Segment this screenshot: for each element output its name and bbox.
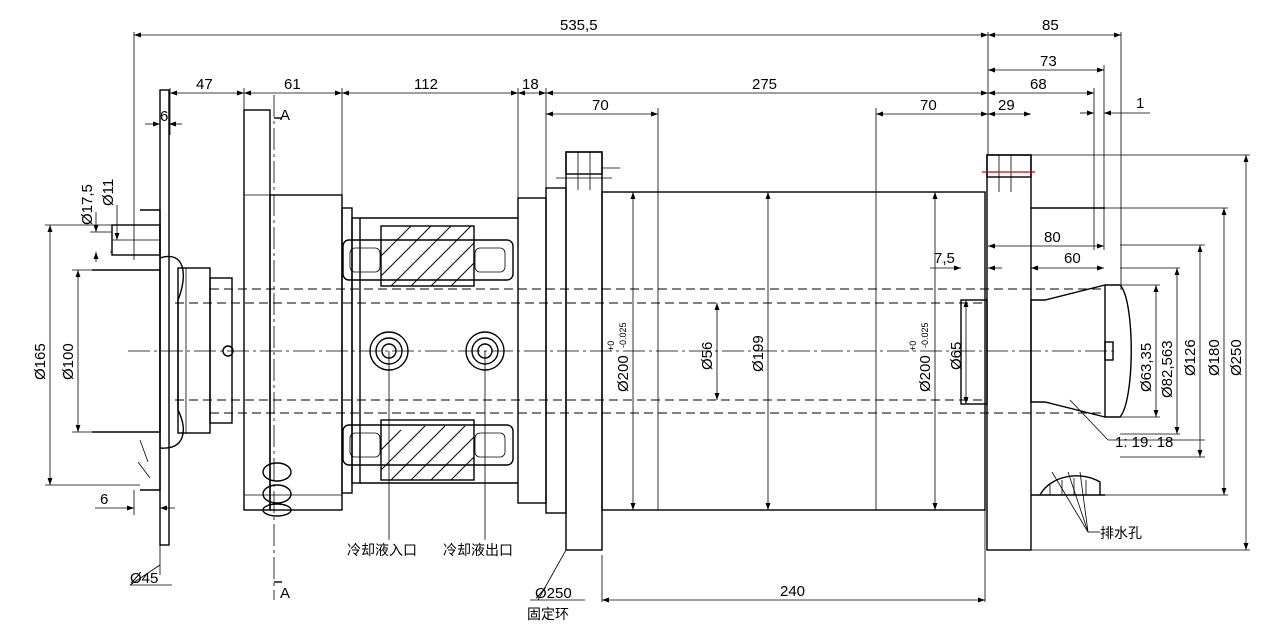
callouts: Ø45 Ø250 固定环 冷却液入口 冷却液出口 1: 19. 18 排水孔 bbox=[129, 399, 1205, 623]
dia-250: Ø250 bbox=[1228, 339, 1245, 376]
dia-63-35: Ø63,35 bbox=[1138, 343, 1155, 392]
diameter-dimensions: Ø165 Ø100 Ø17,5 Ø11 Ø200 +0 -0.025 Ø56 Ø… bbox=[32, 155, 1249, 550]
drain-hole-label: 排水孔 bbox=[1100, 526, 1142, 542]
dim-60: 60 bbox=[1064, 250, 1081, 267]
nose-nut bbox=[177, 267, 234, 434]
tol-lower-right: -0.025 bbox=[920, 322, 930, 348]
dim-1: 1 bbox=[1136, 95, 1144, 112]
dim-7-5: 7,5 bbox=[934, 250, 955, 267]
dia-11: Ø11 bbox=[100, 179, 117, 206]
dia-100: Ø100 bbox=[60, 343, 77, 380]
taper-ratio: 1: 19. 18 bbox=[1115, 434, 1173, 451]
dim-6-top: 6 bbox=[160, 108, 168, 125]
extension-lines bbox=[45, 32, 1250, 602]
dia-17-5: Ø17,5 bbox=[79, 184, 96, 225]
dia-56: Ø56 bbox=[699, 342, 716, 370]
dim-61: 61 bbox=[284, 76, 301, 93]
dia-45: Ø45 bbox=[130, 570, 158, 587]
dia-65: Ø65 bbox=[948, 342, 965, 370]
dia-200-left: Ø200 bbox=[615, 355, 632, 392]
dim-29: 29 bbox=[998, 97, 1015, 114]
dia-126: Ø126 bbox=[1182, 339, 1199, 376]
dia-165: Ø165 bbox=[32, 343, 49, 380]
spacer-plate bbox=[517, 197, 547, 504]
dia-200-right: Ø200 bbox=[917, 355, 934, 392]
dia-180: Ø180 bbox=[1206, 339, 1223, 376]
coolant-outlet-label: 冷却液出口 bbox=[443, 543, 513, 559]
dim-70-right: 70 bbox=[920, 97, 937, 114]
dim-18: 18 bbox=[522, 76, 539, 93]
dim-240: 240 bbox=[780, 583, 805, 600]
dim-112: 112 bbox=[414, 76, 438, 93]
section-line-a: A A bbox=[273, 95, 290, 602]
dim-70-left: 70 bbox=[592, 97, 609, 114]
front-housing bbox=[243, 109, 361, 517]
coolant-inlet-label: 冷却液入口 bbox=[347, 543, 417, 559]
dim-275: 275 bbox=[752, 76, 777, 93]
tol-upper-left: +0 bbox=[606, 341, 616, 351]
dim-85: 85 bbox=[1042, 17, 1059, 34]
dim-47: 47 bbox=[196, 76, 213, 93]
dim-overall-length: 535,5 bbox=[560, 17, 598, 34]
tol-lower-left: -0.025 bbox=[618, 322, 628, 348]
fixed-ring-label: 固定环 bbox=[527, 607, 569, 623]
rear-flange bbox=[960, 154, 1132, 551]
dim-6-bottom: 6 bbox=[100, 491, 108, 508]
nose-flange bbox=[92, 89, 185, 546]
stator-section bbox=[342, 217, 518, 540]
tol-upper-right: +0 bbox=[908, 341, 918, 351]
dia-82-563: Ø82,563 bbox=[1159, 340, 1176, 398]
dia-250-ring: Ø250 bbox=[535, 585, 572, 602]
dim-73: 73 bbox=[1040, 53, 1057, 70]
horizontal-dimensions: 535,5 85 73 68 1 47 61 112 18 275 70 70 … bbox=[95, 17, 1150, 603]
dim-80: 80 bbox=[1044, 229, 1061, 246]
dia-199: Ø199 bbox=[750, 335, 767, 372]
dim-68: 68 bbox=[1030, 76, 1047, 93]
section-a-top-label: A bbox=[280, 107, 290, 124]
section-a-bottom-label: A bbox=[280, 585, 290, 602]
